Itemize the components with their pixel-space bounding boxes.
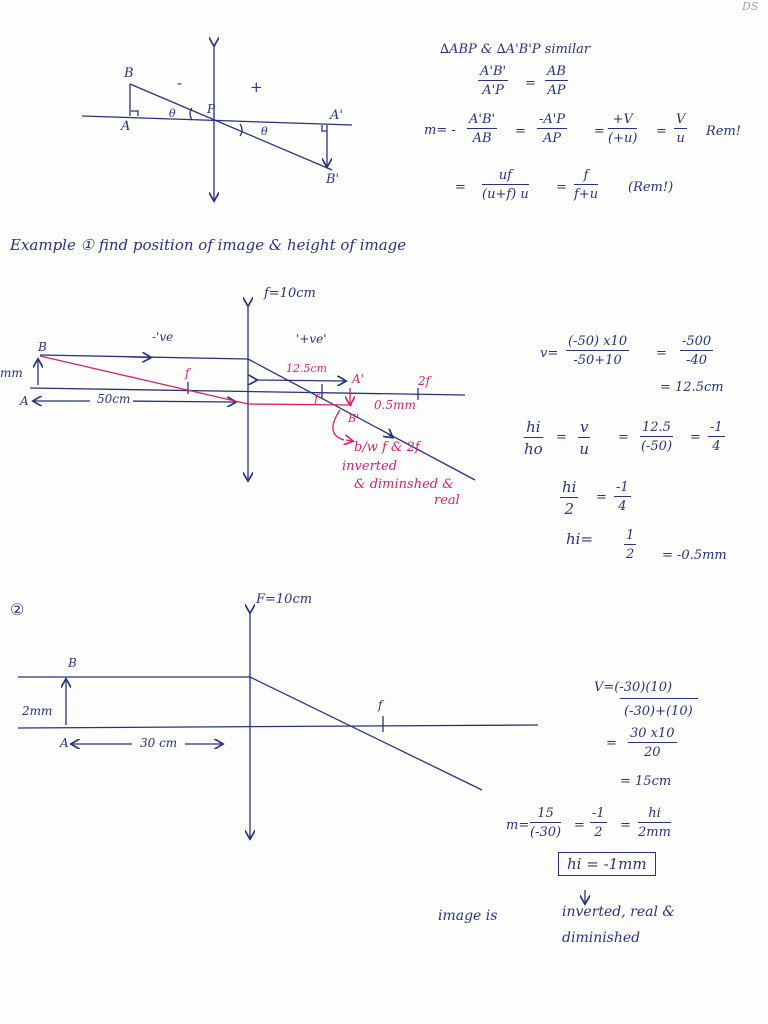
ex1-v-fraction: (-50) x10-50+10 [566, 334, 630, 368]
rem-note-1: Rem! [706, 124, 742, 139]
label-b: B [124, 66, 134, 81]
ex1-f-left: f [185, 366, 190, 380]
frac-m-1: A'B'AB [467, 112, 498, 146]
ex2-object-height: 2mm [22, 704, 53, 718]
ex2-focal-length: F=10cm [256, 592, 313, 607]
ex1-note-position: b/w f & 2f [354, 440, 420, 455]
angle-theta-1: θ [169, 107, 176, 120]
rem-note-2: (Rem!) [628, 180, 674, 195]
ex1-label-b-prime: B' [348, 412, 360, 425]
ex1-h-frac-3: 12.5(-50) [640, 420, 673, 454]
example1-pink-rays [39, 355, 352, 441]
ex2-conclusion-2: inverted, real & [562, 904, 675, 920]
ex1-v-fraction-2: -500-40 [680, 334, 714, 368]
ex2-label-a: A [60, 736, 69, 750]
ex1-object-height-unit: mm [0, 366, 23, 380]
ex2-conclusion-3: diminished [562, 930, 641, 946]
ex2-conclusion-1: image is [438, 908, 498, 924]
ex1-f-right: f [314, 392, 319, 406]
ex2-label-b: B [68, 656, 77, 670]
angle-theta-2: θ [261, 125, 268, 138]
ex1-2f: 2f [418, 374, 431, 388]
sign-plus: + [250, 78, 263, 96]
example1-heading: Example ① find position of image & heigh… [10, 236, 407, 254]
label-p: P [207, 102, 216, 116]
ex1-label-a: A [20, 394, 29, 408]
frac-ratio-1: A'B'A'P [478, 64, 509, 98]
ex1-image-distance: 12.5cm [286, 362, 328, 375]
frac-m-3: +V(+u) [608, 112, 638, 146]
ex1-note-real: real [434, 493, 460, 508]
m-lhs: m= - [424, 123, 456, 138]
ex2-object-distance: 30 cm [140, 736, 178, 750]
ex1-v-result: = 12.5cm [660, 380, 724, 395]
sign-minus: - [177, 74, 183, 92]
example1-diagram [29, 305, 476, 480]
ex1-hi-result: = -0.5mm [662, 548, 727, 563]
ex2-v-result: = 15cm [620, 774, 672, 789]
ex1-focal-length: f=10cm [264, 286, 316, 301]
label-b-prime: B' [326, 172, 340, 187]
ex1-note-inverted: inverted [342, 459, 398, 474]
similar-statement: ∆ABP & ∆A'B'P similar [440, 42, 591, 57]
ex2-v-fraction-bar [620, 698, 698, 699]
frac-m2-1: uf(u+f) u [482, 168, 529, 202]
ex1-note-diminished: & diminshed & [354, 477, 454, 492]
corner-mark: DS [742, 0, 759, 13]
ex1-positive-side: '+ve' [296, 332, 327, 346]
ex1-label-b: B [38, 340, 47, 354]
ex1-object-distance: 50cm [94, 392, 134, 406]
ex1-image-height: 0.5mm [374, 398, 416, 412]
ex2-v-line1: V=(-30)(10) [594, 680, 673, 695]
ex1-label-a-prime: A' [352, 372, 364, 386]
label-a: A [121, 119, 131, 134]
ex2-v-line2: (-30)+(10) [624, 704, 693, 719]
example2-diagram [17, 612, 539, 838]
label-a-prime: A' [330, 108, 343, 123]
ex2-f-mark: f [378, 698, 383, 712]
ex2-boxed-answer: hi = -1mm [558, 852, 656, 876]
example2-number: ② [10, 600, 25, 619]
ex2-m-frac-1: 15(-30) [530, 806, 562, 840]
derivation-diagram [81, 45, 353, 200]
ex1-negative-side: -'ve [152, 330, 174, 344]
